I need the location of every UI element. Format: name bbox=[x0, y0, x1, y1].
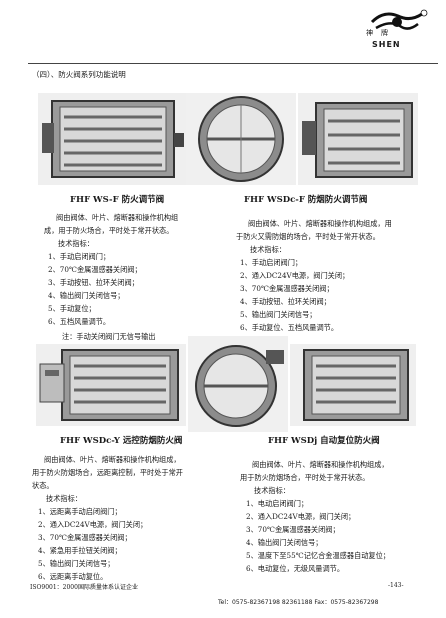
product-photo-wsdc-f-rect bbox=[298, 93, 418, 185]
product-photo-wsdc-f-round bbox=[186, 93, 296, 185]
spec-item: 3、70℃金属温感器关闭阀； bbox=[240, 284, 334, 293]
spec-item: 3、手动按钮、拉环关闭阀； bbox=[48, 278, 139, 287]
spec-item: 3、70℃金属温感器关闭阀； bbox=[246, 525, 340, 534]
spec-item: 1、手动启闭阀门； bbox=[240, 258, 303, 267]
product-photo-wsdj-round bbox=[188, 336, 288, 432]
spec-item: 2、通入DC24V电源，阀门关闭； bbox=[240, 271, 350, 280]
product-description: 阀由阀体、叶片、熔断器和操作机构组成， 用于防火防烟场合，平时处于常开状态。 技… bbox=[240, 460, 389, 495]
page-number: -143- bbox=[388, 582, 404, 589]
spec-item: 2、通入DC24V电源，阀门关闭； bbox=[38, 520, 148, 529]
logo-chinese-text: 神牌 bbox=[366, 29, 396, 37]
section-title: （四）、防火阀系列功能说明 bbox=[32, 70, 126, 79]
footer-contact: Tel：0575-82367198 82361188 Fax：0575-8236… bbox=[218, 599, 379, 606]
product-photo-ws-f bbox=[38, 93, 188, 185]
spec-item: 4、紧急用手拉钮关闭阀； bbox=[38, 546, 122, 555]
spec-item: 6、电动复位，无级风量调节。 bbox=[246, 564, 345, 573]
product-caption: FHF WSDc-F 防烟防火调节阀 bbox=[244, 195, 368, 205]
spec-item: 4、输出阀门关闭信号； bbox=[246, 538, 323, 547]
spec-list: 1、电动启闭阀门； 2、通入DC24V电源，阀门关闭； 3、70℃金属温感器关闭… bbox=[246, 497, 390, 575]
spec-item: 4、输出阀门关闭信号； bbox=[48, 291, 125, 300]
spec-item: 1、远距离手动启闭阀门； bbox=[38, 507, 122, 516]
spec-item: 1、手动启闭阀门； bbox=[48, 252, 111, 261]
spec-item: 5、输出阀门关闭信号； bbox=[240, 310, 317, 319]
spec-item: 1、电动启闭阀门； bbox=[246, 499, 309, 508]
product-caption: FHF WS-F 防火调节阀 bbox=[70, 195, 165, 205]
product-note: 注：手动关闭阀门无信号输出 bbox=[62, 332, 156, 341]
spec-item: 6、手动复位、五档风量调节。 bbox=[240, 323, 339, 332]
spec-list: 1、远距离手动启闭阀门； 2、通入DC24V电源，阀门关闭； 3、70℃金属温感… bbox=[38, 505, 147, 583]
product-description: 阀由阀体、叶片、熔断器和操作机构组成，用 于防火又需防烟的场合，平时处于常开状态… bbox=[236, 219, 392, 254]
logo-english-text: SHEN bbox=[372, 40, 401, 49]
spec-item: 6、远距离手动复位。 bbox=[38, 572, 108, 581]
spec-item: 6、五档风量调节。 bbox=[48, 317, 111, 326]
spec-item: 5、温度下至55℃记忆合金温感器自动复位； bbox=[246, 551, 390, 560]
spec-item: 5、手动复位； bbox=[48, 304, 96, 313]
spec-item: 2、70℃金属温感器关闭阀； bbox=[48, 265, 142, 274]
spec-item: 3、70℃金属温感器关闭阀； bbox=[38, 533, 132, 542]
product-description: 阀由阀体、叶片、熔断器和操作机构组成， 用于防火防烟场合，远距离控制，平时处于常… bbox=[32, 455, 183, 503]
spec-list: 1、手动启闭阀门； 2、70℃金属温感器关闭阀； 3、手动按钮、拉环关闭阀； 4… bbox=[48, 250, 142, 328]
spec-item: 5、输出阀门关闭信号； bbox=[38, 559, 115, 568]
product-photo-wsdj-rect bbox=[290, 344, 416, 426]
header-divider bbox=[28, 63, 438, 64]
spec-item: 4、手动按钮、拉环关闭阀； bbox=[240, 297, 331, 306]
spec-item: 2、通入DC24V电源，阀门关闭； bbox=[246, 512, 356, 521]
product-photo-wsdc-y bbox=[36, 344, 186, 426]
brand-logo-icon bbox=[370, 9, 428, 30]
spec-list: 1、手动启闭阀门； 2、通入DC24V电源，阀门关闭； 3、70℃金属温感器关闭… bbox=[240, 256, 349, 334]
product-description: 阀由阀体、叶片、熔断器和操作机构组 成，用于防火场合，平时处于常开状态。 技术指… bbox=[44, 213, 179, 248]
footer-iso-text: ISO9001：2000国际质量体系认证企业 bbox=[30, 584, 138, 591]
product-caption: FHF WSDj 自动复位防火阀 bbox=[268, 436, 380, 446]
product-caption: FHF WSDc-Y 远控防烟防火阀 bbox=[60, 436, 183, 446]
